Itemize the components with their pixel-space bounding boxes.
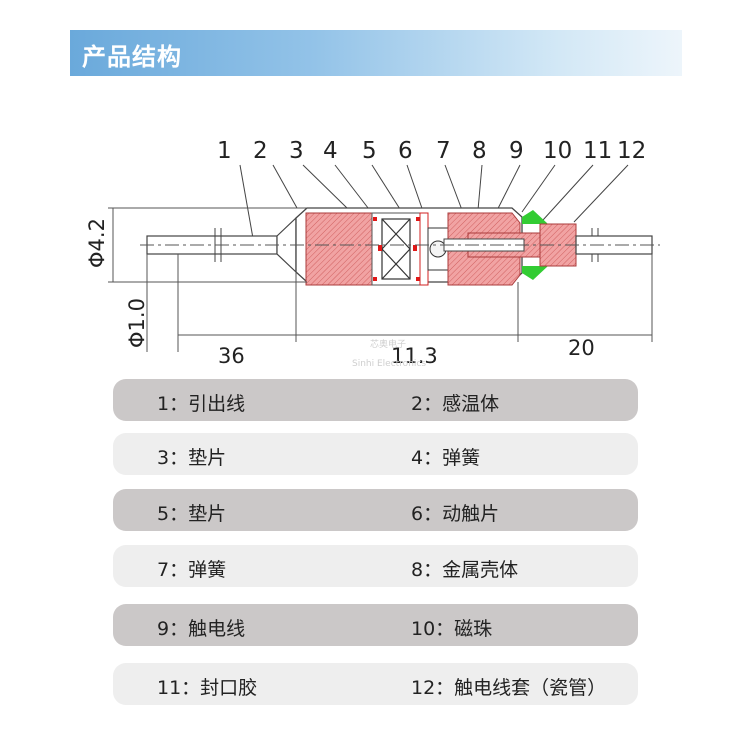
legend-item-9: 9：触电线 (157, 618, 246, 640)
legend-row-5: 9：触电线 10：磁珠 (113, 604, 638, 646)
legend-row-1: 1：引出线 2：感温体 (113, 379, 638, 421)
structure-diagram: 1 2 3 4 5 6 7 8 9 10 11 12 (0, 120, 750, 370)
callout-numbers: 1 2 3 4 5 6 7 8 9 10 11 12 (217, 138, 646, 164)
legend-item-11: 11：封口胶 (157, 677, 258, 699)
callout-2: 2 (253, 138, 268, 164)
legend-item-6: 6：动触片 (411, 503, 500, 525)
section-header: 产品结构 (70, 30, 682, 76)
callout-11: 11 (583, 138, 612, 164)
moving-contact-plate (419, 212, 429, 286)
sensing-body (305, 212, 373, 286)
callout-4: 4 (323, 138, 338, 164)
fuse-cross-section: 1 2 3 4 5 6 7 8 9 10 11 12 (85, 138, 660, 369)
legend-item-3: 3：垫片 (157, 447, 227, 469)
legend-item-2: 2：感温体 (411, 393, 500, 415)
legend-row-3: 5：垫片 6：动触片 (113, 489, 638, 531)
callout-10: 10 (543, 138, 572, 164)
legend-item-5: 5：垫片 (157, 503, 227, 525)
callout-9: 9 (509, 138, 524, 164)
dim-body-length: 11.3 (391, 344, 438, 368)
callout-5: 5 (362, 138, 377, 164)
section-title: 产品结构 (82, 43, 182, 71)
legend-item-7: 7：弹簧 (157, 559, 227, 581)
watermark-cn: 芯奥电子 (370, 338, 406, 350)
dim-right-length: 20 (568, 336, 595, 360)
legend-item-10: 10：磁珠 (411, 618, 493, 640)
callout-8: 8 (472, 138, 487, 164)
dim-lead-diameter: Φ1.0 (125, 298, 149, 348)
callout-12: 12 (617, 138, 646, 164)
legend-item-1: 1：引出线 (157, 393, 246, 415)
dimension-lines (108, 207, 653, 352)
legend-item-8: 8：金属壳体 (411, 559, 519, 581)
callout-1: 1 (217, 138, 232, 164)
callout-6: 6 (398, 138, 413, 164)
dim-left-length: 36 (218, 344, 245, 368)
legend-row-6: 11：封口胶 12：触电线套（瓷管） (113, 663, 638, 705)
legend-item-12: 12：触电线套（瓷管） (411, 677, 607, 699)
legend-item-4: 4：弹簧 (411, 447, 481, 469)
callout-7: 7 (436, 138, 451, 164)
dim-body-diameter: Φ4.2 (85, 218, 109, 268)
seal-glue-top (522, 210, 548, 224)
seal-glue-bottom (522, 266, 548, 280)
legend-row-2: 3：垫片 4：弹簧 (113, 433, 638, 475)
callout-3: 3 (289, 138, 304, 164)
watermark-en: Sinhi Electronics (352, 359, 426, 369)
legend-row-4: 7：弹簧 8：金属壳体 (113, 545, 638, 587)
